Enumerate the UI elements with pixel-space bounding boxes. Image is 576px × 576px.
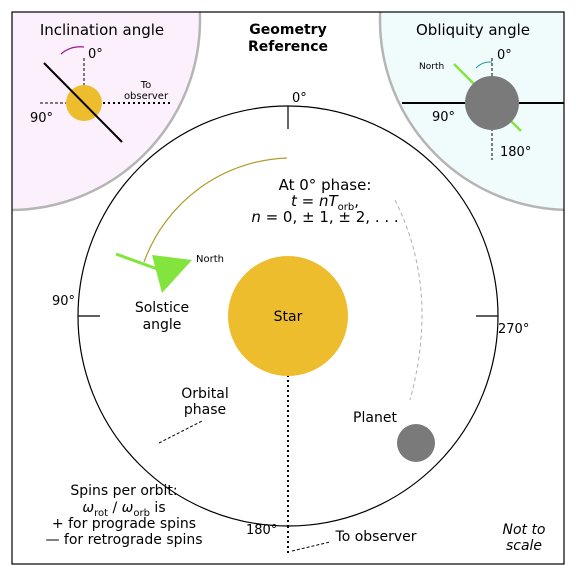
page-title-line1: Geometry: [249, 22, 326, 38]
planet: [397, 424, 435, 462]
spins-line1: Spins per orbit:: [70, 483, 177, 499]
obliquity-label-0: 0°: [497, 48, 512, 63]
spins-rot-sub: rot: [94, 508, 108, 519]
phase0-line1: At 0° phase:: [279, 176, 372, 194]
inclination-heading: Inclination angle: [40, 21, 164, 39]
page-title-line2: Reference: [248, 39, 328, 55]
not-to-scale-line1: Not to: [502, 522, 545, 538]
spins-is: is: [150, 500, 166, 516]
planet-label: Planet: [353, 410, 397, 426]
inclination-to-label: To: [140, 80, 152, 91]
inclination-spin-axis: [43, 62, 123, 143]
solstice-label-line2: angle: [143, 317, 182, 333]
phase0-comma: ,: [354, 192, 359, 210]
phase0-t: t: [291, 192, 298, 210]
spins-line4: — for retrograde spins: [45, 532, 202, 548]
phase0-eq: =: [297, 192, 319, 210]
north-label: North: [196, 254, 224, 265]
obliquity-arc: [475, 61, 493, 69]
north-spin-line: [115, 252, 161, 272]
phase0-line3: n = 0, ± 1, ± 2, . . .: [251, 208, 398, 226]
phase-guide-arc: [394, 199, 423, 401]
orbit-label-270: 270°: [498, 322, 529, 337]
not-to-scale-line2: scale: [506, 538, 542, 554]
orbit-label-90: 90°: [52, 294, 75, 309]
phase0-line2: t = nTorb,: [291, 192, 359, 213]
inclination-observer-label: observer: [124, 91, 169, 102]
inclination-label-0: 0°: [88, 47, 103, 62]
orbit-label-0: 0°: [292, 91, 307, 106]
inclination-arc: [60, 46, 85, 55]
inclination-label-90: 90°: [30, 111, 53, 126]
star: [228, 256, 348, 376]
obliquity-north-label: North: [419, 62, 444, 72]
inclination-panel: [12, 12, 202, 212]
orbital-phase-line1: Orbital: [181, 386, 229, 402]
solstice-label-line1: Solstice: [135, 300, 189, 316]
spins-omega-orb: ω: [122, 500, 134, 516]
star-label: Star: [274, 309, 303, 325]
obliquity-planet: [465, 76, 519, 130]
spins-line3: + for prograde spins: [52, 516, 196, 532]
phase0-n: n: [319, 192, 329, 210]
phase0-line3-rest: = 0, ± 1, ± 2, . . .: [261, 208, 399, 226]
orbital-phase-leader: [158, 420, 203, 444]
obliquity-label-180: 180°: [500, 145, 531, 160]
orbital-phase-line2: phase: [184, 402, 226, 418]
diagram-frame: [11, 11, 565, 565]
to-observer-label: To observer: [335, 529, 417, 545]
phase0-sub: orb: [338, 202, 355, 213]
obliquity-label-90: 90°: [432, 110, 455, 125]
orbit-label-180: 180°: [246, 523, 277, 538]
spins-orb-sub: orb: [133, 508, 150, 519]
observer-leader: [291, 541, 331, 552]
spins-line2: ωrot / ωorb is: [82, 500, 165, 519]
solstice-arc: [143, 157, 288, 263]
spins-slash: /: [108, 500, 122, 516]
north-arrow-icon: [152, 255, 192, 293]
phase0-line3-n: n: [251, 208, 261, 226]
obliquity-heading: Obliquity angle: [416, 21, 530, 39]
spins-omega-rot: ω: [82, 500, 94, 516]
phase0-T: T: [328, 192, 339, 210]
